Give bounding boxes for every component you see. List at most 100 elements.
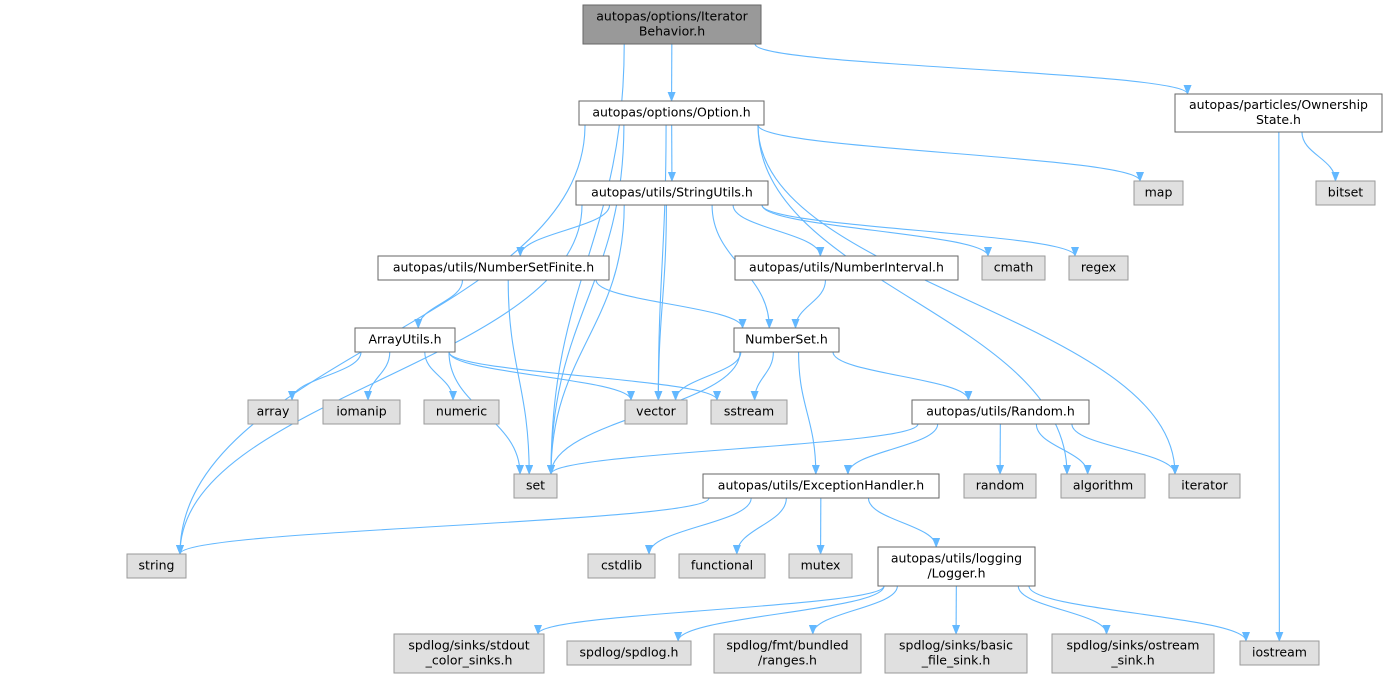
- node-box: [247, 399, 299, 425]
- node-numberset[interactable]: NumberSet.h: [733, 327, 840, 353]
- node-box: [587, 553, 656, 579]
- edge-path: [645, 497, 752, 555]
- edge-path: [867, 497, 941, 548]
- edge-path: [654, 124, 667, 401]
- node-box: [877, 546, 1036, 587]
- edge-path: [674, 585, 885, 642]
- node-nsfinite[interactable]: autopas/utils/NumberSetFinite.h: [377, 255, 610, 281]
- node-label: regex: [1081, 260, 1116, 275]
- node-random: random: [963, 473, 1037, 499]
- edge-path: [507, 279, 534, 475]
- edge-random_h-to-exception: [843, 423, 939, 475]
- node-label: array: [257, 404, 290, 419]
- node-label: string: [139, 558, 175, 573]
- node-box: [1133, 180, 1184, 206]
- node-set: set: [513, 473, 558, 499]
- node-box: [981, 255, 1046, 281]
- node-ostreamsink: spdlog/sinks/ostream_sink.h: [1051, 633, 1215, 674]
- node-box: [713, 633, 862, 674]
- node-label: autopas/utils/ExceptionHandler.h: [718, 478, 924, 493]
- node-box: [1068, 255, 1129, 281]
- node-box: [126, 553, 187, 579]
- node-box: [566, 640, 692, 666]
- node-label: autopas/utils/StringUtils.h: [591, 185, 753, 200]
- edge-nsfinite-to-numberset: [595, 279, 747, 329]
- node-label: spdlog/sinks/ostream: [1067, 638, 1200, 653]
- node-option[interactable]: autopas/options/Option.h: [578, 100, 765, 126]
- node-label: autopas/options/Iterator: [596, 9, 748, 24]
- edge-path: [547, 423, 919, 475]
- node-box: [354, 327, 456, 353]
- edge-random_h-to-set: [547, 423, 919, 475]
- edge-random_h-to-algorithm: [1035, 423, 1092, 475]
- node-box: [702, 473, 940, 499]
- edge-path: [424, 351, 458, 401]
- edge-layer: [176, 43, 1340, 642]
- node-box: [1315, 180, 1376, 206]
- node-box: [710, 399, 788, 425]
- node-box: [423, 399, 500, 425]
- node-label: set: [526, 478, 545, 493]
- node-label: spdlog/fmt/bundled: [726, 638, 848, 653]
- node-label: mutex: [801, 558, 841, 573]
- node-sstream: sstream: [710, 399, 788, 425]
- edge-path: [757, 124, 1179, 475]
- edge-path: [1071, 423, 1179, 475]
- node-iostream: iostream: [1239, 640, 1320, 666]
- node-stdoutsinks: spdlog/sinks/stdout_color_sinks.h: [393, 633, 545, 674]
- node-cstdlib: cstdlib: [587, 553, 656, 579]
- edge-path: [757, 124, 1144, 182]
- node-basicfile: spdlog/sinks/basic_file_sink.h: [884, 633, 1028, 674]
- node-label: autopas/options/Option.h: [592, 105, 750, 120]
- node-label: cmath: [994, 260, 1034, 275]
- node-label: State.h: [1256, 112, 1301, 127]
- node-box: [624, 399, 688, 425]
- edge-numberset-to-vector: [671, 351, 742, 401]
- node-label: vector: [636, 404, 677, 419]
- node-box: [963, 473, 1037, 499]
- edge-exception-to-logger: [867, 497, 941, 548]
- node-ninterval[interactable]: autopas/utils/NumberInterval.h: [734, 255, 959, 281]
- edge-exception-to-cstdlib: [645, 497, 752, 555]
- edge-path: [761, 204, 992, 257]
- node-exception[interactable]: autopas/utils/ExceptionHandler.h: [702, 473, 940, 499]
- node-label: algorithm: [1073, 478, 1133, 493]
- node-stringutils[interactable]: autopas/utils/StringUtils.h: [575, 180, 769, 206]
- node-label: iterator: [1181, 478, 1228, 493]
- edge-path: [176, 497, 710, 555]
- node-mutex: mutex: [788, 553, 853, 579]
- edge-path: [761, 204, 1079, 257]
- node-label: autopas/utils/NumberSetFinite.h: [393, 260, 594, 275]
- node-label: iostream: [1252, 645, 1307, 660]
- node-string: string: [126, 553, 187, 579]
- edge-option-to-set: [547, 124, 625, 475]
- edge-random_h-to-iterator: [1071, 423, 1179, 475]
- node-vector: vector: [624, 399, 688, 425]
- node-box: [734, 255, 959, 281]
- edge-option-to-map: [757, 124, 1144, 182]
- edge-path: [754, 43, 1192, 95]
- node-layer: autopas/options/IteratorBehavior.hautopa…: [126, 4, 1383, 674]
- node-algorithm: algorithm: [1060, 473, 1146, 499]
- node-label: map: [1145, 185, 1173, 200]
- edge-path: [732, 497, 787, 555]
- node-box: [582, 4, 762, 45]
- edge-numberset-to-random_h: [832, 351, 973, 401]
- node-label: autopas/utils/logging: [891, 551, 1022, 566]
- node-box: [575, 180, 769, 206]
- node-box: [733, 327, 840, 353]
- node-logger[interactable]: autopas/utils/logging/Logger.h: [877, 546, 1036, 587]
- node-box: [1051, 633, 1215, 674]
- node-regex: regex: [1068, 255, 1129, 281]
- node-random_h[interactable]: autopas/utils/Random.h: [911, 399, 1090, 425]
- node-label: autopas/particles/Ownership: [1189, 97, 1368, 112]
- node-label: numeric: [436, 404, 487, 419]
- node-label: bitset: [1328, 185, 1364, 200]
- edge-nsfinite-to-arrayutils: [414, 279, 464, 329]
- node-arrayutils[interactable]: ArrayUtils.h: [354, 327, 456, 353]
- node-label: spdlog/spdlog.h: [580, 645, 679, 660]
- node-label: sstream: [724, 404, 774, 419]
- edge-path: [1035, 423, 1092, 475]
